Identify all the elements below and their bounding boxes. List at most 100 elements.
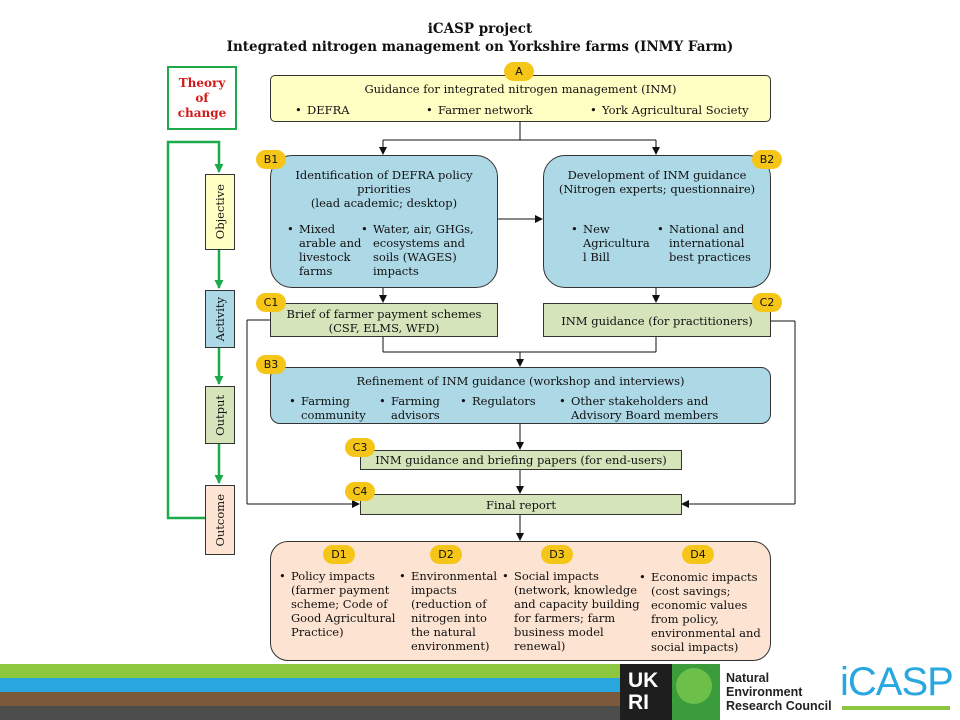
nerc-logo-graphic — [672, 664, 720, 720]
bullet-line: New — [583, 222, 610, 236]
box-b1-title-line: Identification of DEFRA policy — [295, 168, 473, 182]
diagram-subtitle: Integrated nitrogen management on Yorksh… — [226, 39, 734, 55]
box-c1-line: (CSF, ELMS, WFD) — [328, 321, 440, 335]
nerc-leaf-icon — [676, 668, 712, 704]
diagram-title: iCASP project — [427, 21, 533, 37]
bullet-line: business model — [514, 625, 604, 639]
bullet-line: economic values — [651, 598, 748, 612]
badge-c4: C4 — [345, 482, 375, 501]
box-d1-bullet: Policy impacts (farmer payment scheme; C… — [279, 569, 396, 639]
bullet-line: renewal) — [514, 639, 566, 653]
bullet-line: Mixed — [299, 222, 336, 236]
box-c2-line: INM guidance (for practitioners) — [561, 314, 753, 328]
bullet-line: Water, air, GHGs, — [373, 222, 474, 236]
bullet-line: Social impacts — [514, 569, 599, 583]
box-b1-bullet: Water, air, GHGs, ecosystems and soils (… — [361, 222, 474, 278]
stage-objective: Objective — [205, 174, 235, 250]
theory-of-change-line3: change — [177, 105, 227, 120]
bullet-line: farms — [299, 264, 333, 278]
box-a-bullet: DEFRA — [295, 103, 349, 117]
box-c3-line: INM guidance and briefing papers (for en… — [375, 453, 667, 467]
box-b1-title-line: (lead academic; desktop) — [310, 196, 458, 210]
box-c1: Brief of farmer payment schemes (CSF, EL… — [270, 303, 498, 337]
box-b2: Development of INM guidance (Nitrogen ex… — [543, 155, 771, 288]
bullet-line: Good Agricultural — [291, 611, 396, 625]
bullet-line: community — [301, 408, 366, 422]
box-b1-bullet: Mixed arable and livestock farms — [287, 222, 361, 278]
bullet-line: environmental and — [651, 626, 761, 640]
badge-d3: D3 — [541, 545, 573, 564]
stage-output: Output — [205, 386, 235, 444]
bullet-line: Economic impacts — [651, 570, 758, 584]
stage-outcome-label: Outcome — [213, 493, 227, 547]
stage-objective-label: Objective — [213, 184, 227, 240]
stage-activity: Activity — [205, 290, 235, 348]
box-b1: Identification of DEFRA policy prioritie… — [270, 155, 498, 288]
icasp-logo-landscape — [842, 706, 950, 710]
bullet-line: ecosystems and — [373, 236, 465, 250]
theory-of-change-box: Theory of change — [167, 66, 237, 130]
bullet-line: (cost savings; — [651, 584, 731, 598]
theory-of-change-line2: of — [195, 90, 209, 105]
bullet-line: advisors — [391, 408, 440, 422]
box-a-title: Guidance for integrated nitrogen managem… — [364, 82, 677, 96]
bullet-line: Environmental — [411, 569, 498, 583]
box-c1-line: Brief of farmer payment schemes — [286, 307, 482, 321]
bullet-line: Advisory Board members — [571, 408, 719, 422]
bullet-line: social impacts) — [651, 640, 739, 654]
badge-c2: C2 — [752, 293, 782, 312]
bullet-line: from policy, — [651, 612, 719, 626]
bullet-line: (reduction of — [411, 597, 487, 611]
box-b3-bullet: Other stakeholders and Advisory Board me… — [559, 394, 719, 422]
footer-stripe-blue — [0, 678, 620, 692]
badge-c3: C3 — [345, 438, 375, 457]
box-a: Guidance for integrated nitrogen managem… — [270, 75, 771, 122]
bullet-line: Regulators — [472, 394, 536, 408]
badge-c1: C1 — [256, 293, 286, 312]
bullet-line: Farming — [391, 394, 440, 408]
box-b3: Refinement of INM guidance (workshop and… — [270, 367, 771, 424]
bullet-line: the natural — [411, 625, 476, 639]
bullet-line: impacts — [411, 583, 457, 597]
badge-b2: B2 — [752, 150, 782, 169]
box-b3-title: Refinement of INM guidance (workshop and… — [356, 374, 685, 388]
bullet-line: environment) — [411, 639, 490, 653]
box-d2-bullet: Environmental impacts (reduction of nitr… — [399, 569, 498, 653]
bullet-line: soils (WAGES) — [373, 250, 457, 264]
icasp-logo: iCASP — [838, 660, 958, 720]
footer-stripe-brown — [0, 692, 620, 706]
ukri-logo: UK RI — [620, 664, 672, 720]
box-b1-title-line: priorities — [357, 182, 411, 196]
theory-of-change-line1: Theory — [178, 75, 226, 90]
bullet-line: scheme; Code of — [291, 597, 388, 611]
ukri-logo-line: RI — [628, 691, 649, 714]
bullet-line: l Bill — [583, 250, 610, 264]
icasp-logo-text: iCASP — [840, 660, 954, 704]
badge-d2: D2 — [430, 545, 462, 564]
bullet-line: National and — [669, 222, 745, 236]
box-b3-bullet: Farming community — [289, 394, 366, 422]
nerc-logo-text: Natural Environment Research Council — [726, 671, 832, 713]
box-c4-line: Final report — [486, 498, 556, 512]
nerc-logo-line: Research Council — [726, 699, 832, 713]
box-c3: INM guidance and briefing papers (for en… — [360, 450, 682, 470]
box-a-bullet: Farmer network — [426, 103, 533, 117]
box-b2-title-line: (Nitrogen experts; questionnaire) — [558, 182, 756, 196]
box-b3-bullet: Regulators — [460, 394, 536, 408]
bullet-line: (farmer payment — [291, 583, 390, 597]
footer-stripe-gray — [0, 706, 620, 720]
box-c2: INM guidance (for practitioners) — [543, 303, 771, 337]
ukri-logo-line: UK — [628, 669, 659, 692]
box-b2-bullet: National and international best practice… — [657, 222, 751, 264]
nerc-logo-line: Natural — [726, 671, 770, 685]
badge-d1: D1 — [323, 545, 355, 564]
bullet-line: and capacity building — [514, 597, 640, 611]
bullet-line: Agricultura — [583, 236, 650, 250]
box-c4: Final report — [360, 494, 682, 515]
badge-d4: D4 — [682, 545, 714, 564]
box-a-bullet: York Agricultural Society — [590, 103, 749, 117]
bullet-line: Practice) — [291, 625, 344, 639]
nerc-logo-line: Environment — [726, 685, 803, 699]
bullet-line: Farming — [301, 394, 350, 408]
